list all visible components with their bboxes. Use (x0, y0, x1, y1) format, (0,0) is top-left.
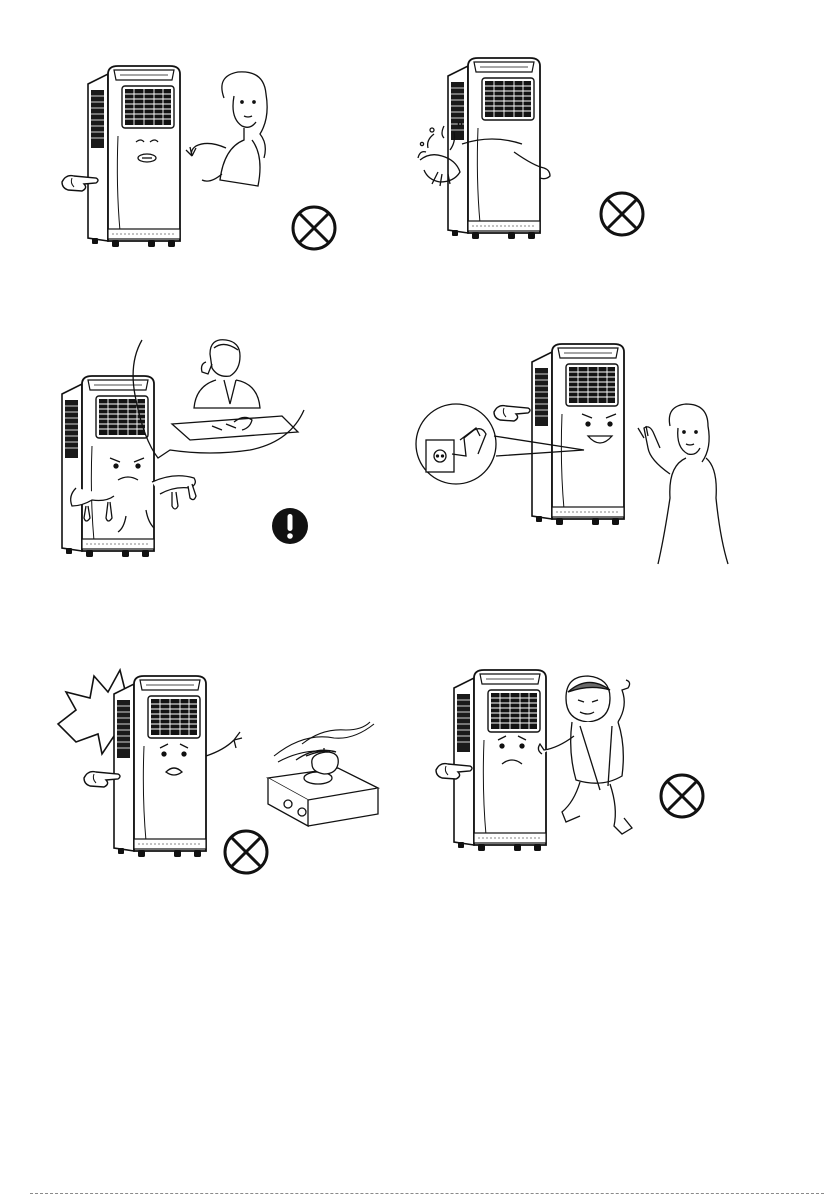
serviceman-on-phone-icon (172, 340, 298, 440)
page-bottom-rule (30, 1193, 824, 1194)
illustration-water-leak-call-service (56, 340, 356, 560)
illustration-pull-plug-not-cord (408, 344, 748, 570)
illustration-no-children-playing (440, 666, 740, 876)
woman-figure-icon (186, 72, 267, 186)
child-figure-icon (538, 676, 632, 834)
warning-icon (272, 508, 308, 544)
woman-figure-icon (638, 404, 728, 564)
gas-stove-icon (268, 748, 378, 826)
illustration-no-splashing-water (414, 56, 674, 256)
illustration-no-heat-sources-nearby (56, 660, 386, 870)
illustration-no-touch-with-wet-hands (58, 62, 358, 262)
